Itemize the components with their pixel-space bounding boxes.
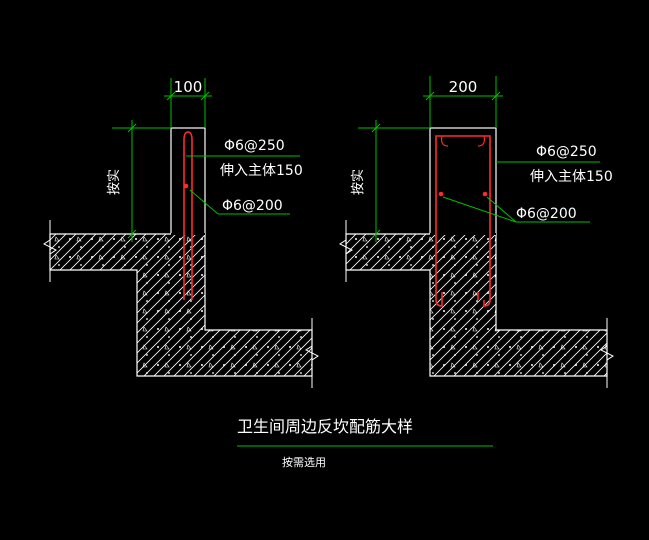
dimension-top-2 (423, 76, 503, 128)
dimension-top-label-1: 100 (174, 78, 203, 96)
dimension-height-2 (358, 120, 430, 242)
rebar-dot-1 (183, 183, 189, 189)
height-label-1: 按实 (107, 169, 122, 195)
leaders-2 (442, 161, 600, 223)
curb-2 (429, 127, 497, 235)
leaders-1 (186, 155, 300, 215)
rebar-1 (183, 131, 193, 300)
annotation-spacing-1: Φ6@250 (224, 138, 285, 154)
rebar-2 (435, 135, 491, 307)
break-line-right-2 (600, 318, 614, 388)
detail-1: 100 按实 Φ6@250 伸入主体150 Φ6@200 (43, 78, 319, 388)
detail-2: 200 按实 Φ6@250 伸入主体150 Φ6@200 (339, 76, 614, 388)
break-line-left-1 (43, 220, 57, 282)
drawing-title: 卫生间周边反坎配筋大样 (237, 417, 413, 436)
rebar-dot-2a (438, 191, 444, 197)
annotation-anchorage-1: 伸入主体150 (220, 163, 303, 179)
dimension-top-1 (164, 78, 212, 128)
break-line-right-1 (305, 318, 319, 388)
dimension-top-label-2: 200 (449, 78, 478, 96)
rebar-dot-2b (482, 191, 488, 197)
dimension-height-1 (112, 120, 171, 242)
annotation-anchorage-2: 伸入主体150 (530, 169, 613, 185)
break-line-left-2 (339, 220, 353, 282)
drawing-subtitle: 按需选用 (282, 455, 326, 469)
curb-1 (170, 127, 206, 235)
height-label-2: 按实 (351, 169, 366, 195)
annotation-spacing-2: Φ6@250 (536, 144, 597, 160)
annotation-rebar-2: Φ6@200 (516, 206, 577, 222)
annotation-rebar-1: Φ6@200 (222, 198, 283, 214)
